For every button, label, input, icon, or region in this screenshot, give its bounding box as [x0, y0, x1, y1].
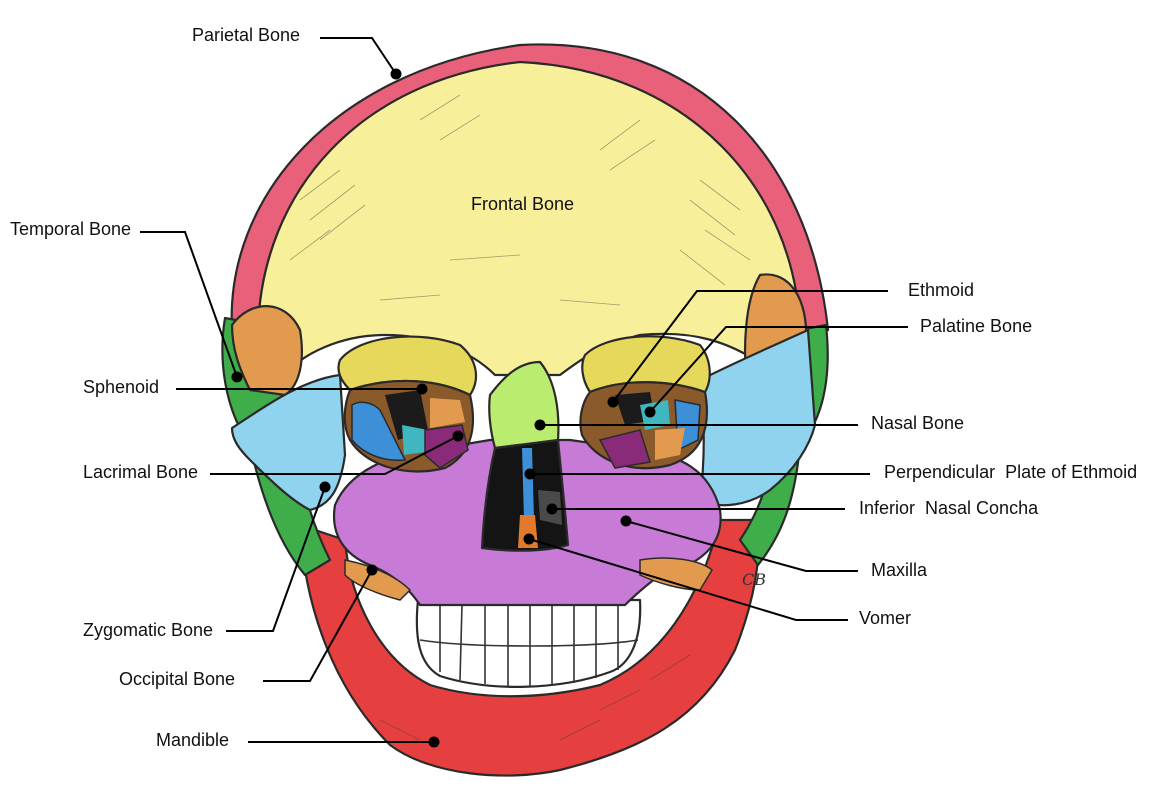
label-vomer: Vomer [859, 608, 911, 628]
teeth [417, 600, 640, 687]
zygomatic-right [700, 330, 815, 505]
orbit-right [580, 336, 709, 468]
label-inferior-nasal-concha: Inferior Nasal Concha [859, 498, 1039, 518]
label-ethmoid: Ethmoid [908, 280, 974, 300]
orbit-left [338, 337, 476, 472]
artist-signature: CB [742, 570, 766, 589]
perpendicular-plate-shape [522, 448, 534, 520]
label-occipital-bone: Occipital Bone [119, 669, 235, 689]
skull-illustration: CB [222, 44, 828, 775]
label-temporal-bone: Temporal Bone [10, 219, 131, 239]
label-zygomatic-bone: Zygomatic Bone [83, 620, 213, 640]
label-frontal-bone: Frontal Bone [471, 194, 574, 214]
maxilla-lower-right [640, 558, 712, 590]
label-mandible: Mandible [156, 730, 229, 750]
label-sphenoid: Sphenoid [83, 377, 159, 397]
label-maxilla: Maxilla [871, 560, 928, 580]
label-parietal-bone: Parietal Bone [192, 25, 300, 45]
label-perpendicular-plate: Perpendicular Plate of Ethmoid [884, 462, 1137, 482]
label-nasal-bone: Nasal Bone [871, 413, 964, 433]
label-palatine-bone: Palatine Bone [920, 316, 1032, 336]
label-lacrimal-bone: Lacrimal Bone [83, 462, 198, 482]
